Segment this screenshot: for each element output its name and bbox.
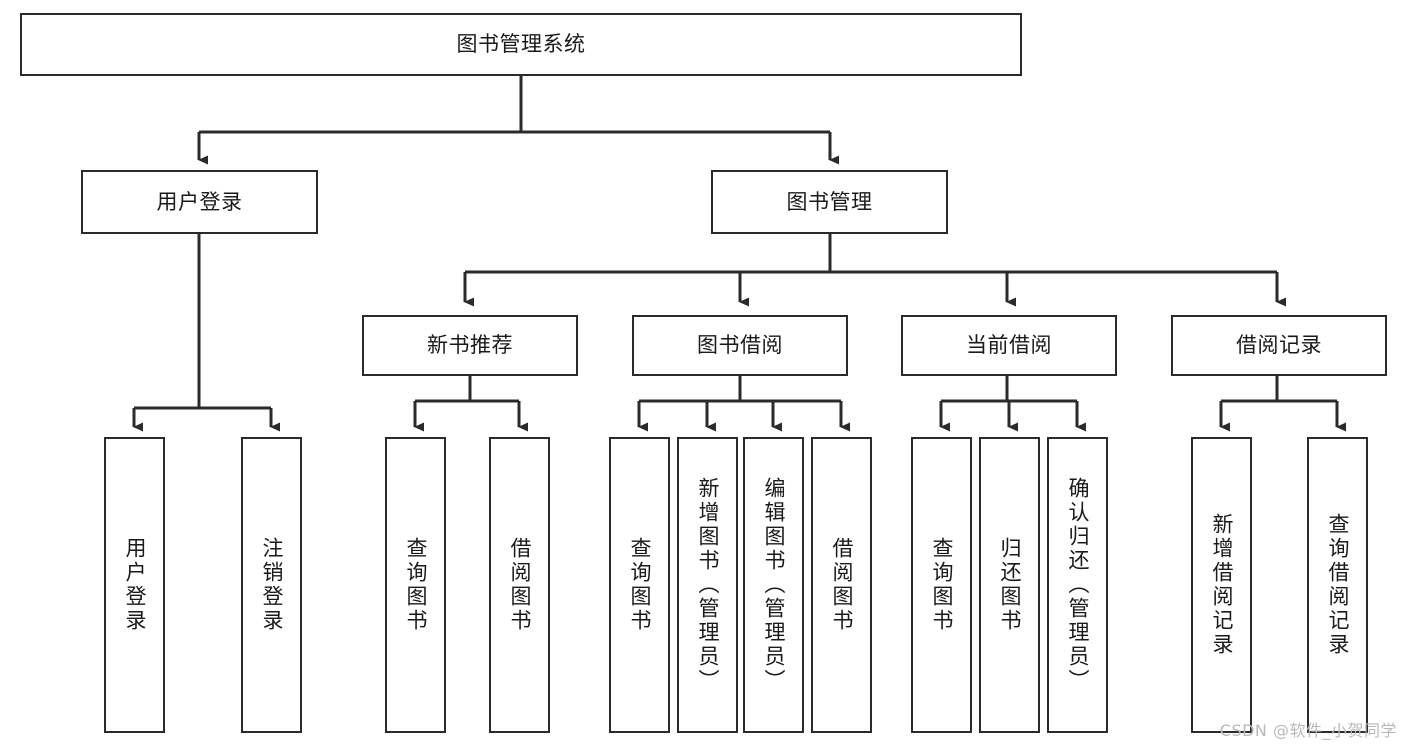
node-leaf-add-book-label: 新增图书（管理员） [696,477,720,693]
node-book-management-label: 图书管理 [786,189,873,214]
node-leaf-query-book-3-label: 查询图书 [930,537,954,633]
node-leaf-query-borrow-record-label: 查询借阅记录 [1326,513,1350,657]
node-borrowing-record[interactable]: 借阅记录 [1171,315,1387,376]
node-leaf-borrow-book-1[interactable]: 借阅图书 [489,437,550,733]
node-new-book-recommendation[interactable]: 新书推荐 [362,315,578,376]
node-leaf-logout[interactable]: 注销登录 [241,437,302,733]
node-leaf-user-login[interactable]: 用户登录 [104,437,165,733]
node-leaf-confirm-return-label: 确认归还（管理员） [1066,477,1090,693]
node-leaf-borrow-book-1-label: 借阅图书 [508,537,532,633]
node-leaf-query-borrow-record[interactable]: 查询借阅记录 [1307,437,1368,733]
node-current-borrowing-label: 当前借阅 [966,333,1052,358]
node-leaf-query-book-2-label: 查询图书 [628,537,652,633]
node-book-management[interactable]: 图书管理 [711,170,948,234]
node-current-borrowing[interactable]: 当前借阅 [901,315,1117,376]
node-leaf-add-book[interactable]: 新增图书（管理员） [677,437,738,733]
node-leaf-borrow-book-2[interactable]: 借阅图书 [811,437,872,733]
node-book-borrowing[interactable]: 图书借阅 [632,315,848,376]
node-user-login-label: 用户登录 [156,189,243,214]
node-leaf-query-book-3[interactable]: 查询图书 [911,437,972,733]
node-root-label: 图书管理系统 [456,32,586,57]
node-leaf-return-book[interactable]: 归还图书 [979,437,1040,733]
node-leaf-query-book-2[interactable]: 查询图书 [609,437,670,733]
node-new-book-recommendation-label: 新书推荐 [427,333,513,358]
node-leaf-add-borrow-record-label: 新增借阅记录 [1210,513,1234,657]
node-leaf-logout-label: 注销登录 [260,537,284,633]
node-leaf-edit-book-label: 编辑图书（管理员） [762,477,786,693]
node-leaf-user-login-label: 用户登录 [123,537,147,633]
node-leaf-borrow-book-2-label: 借阅图书 [830,537,854,633]
node-leaf-return-book-label: 归还图书 [998,537,1022,633]
node-leaf-add-borrow-record[interactable]: 新增借阅记录 [1191,437,1252,733]
csdn-watermark: CSDN @软件_小贺同学 [1219,721,1397,740]
node-leaf-confirm-return[interactable]: 确认归还（管理员） [1047,437,1108,733]
node-book-borrowing-label: 图书借阅 [697,333,783,358]
node-leaf-query-book-1-label: 查询图书 [404,537,428,633]
node-borrowing-record-label: 借阅记录 [1236,333,1322,358]
node-leaf-edit-book[interactable]: 编辑图书（管理员） [743,437,804,733]
node-user-login[interactable]: 用户登录 [81,170,318,234]
node-leaf-query-book-1[interactable]: 查询图书 [385,437,446,733]
node-root-book-management-system[interactable]: 图书管理系统 [20,13,1022,76]
